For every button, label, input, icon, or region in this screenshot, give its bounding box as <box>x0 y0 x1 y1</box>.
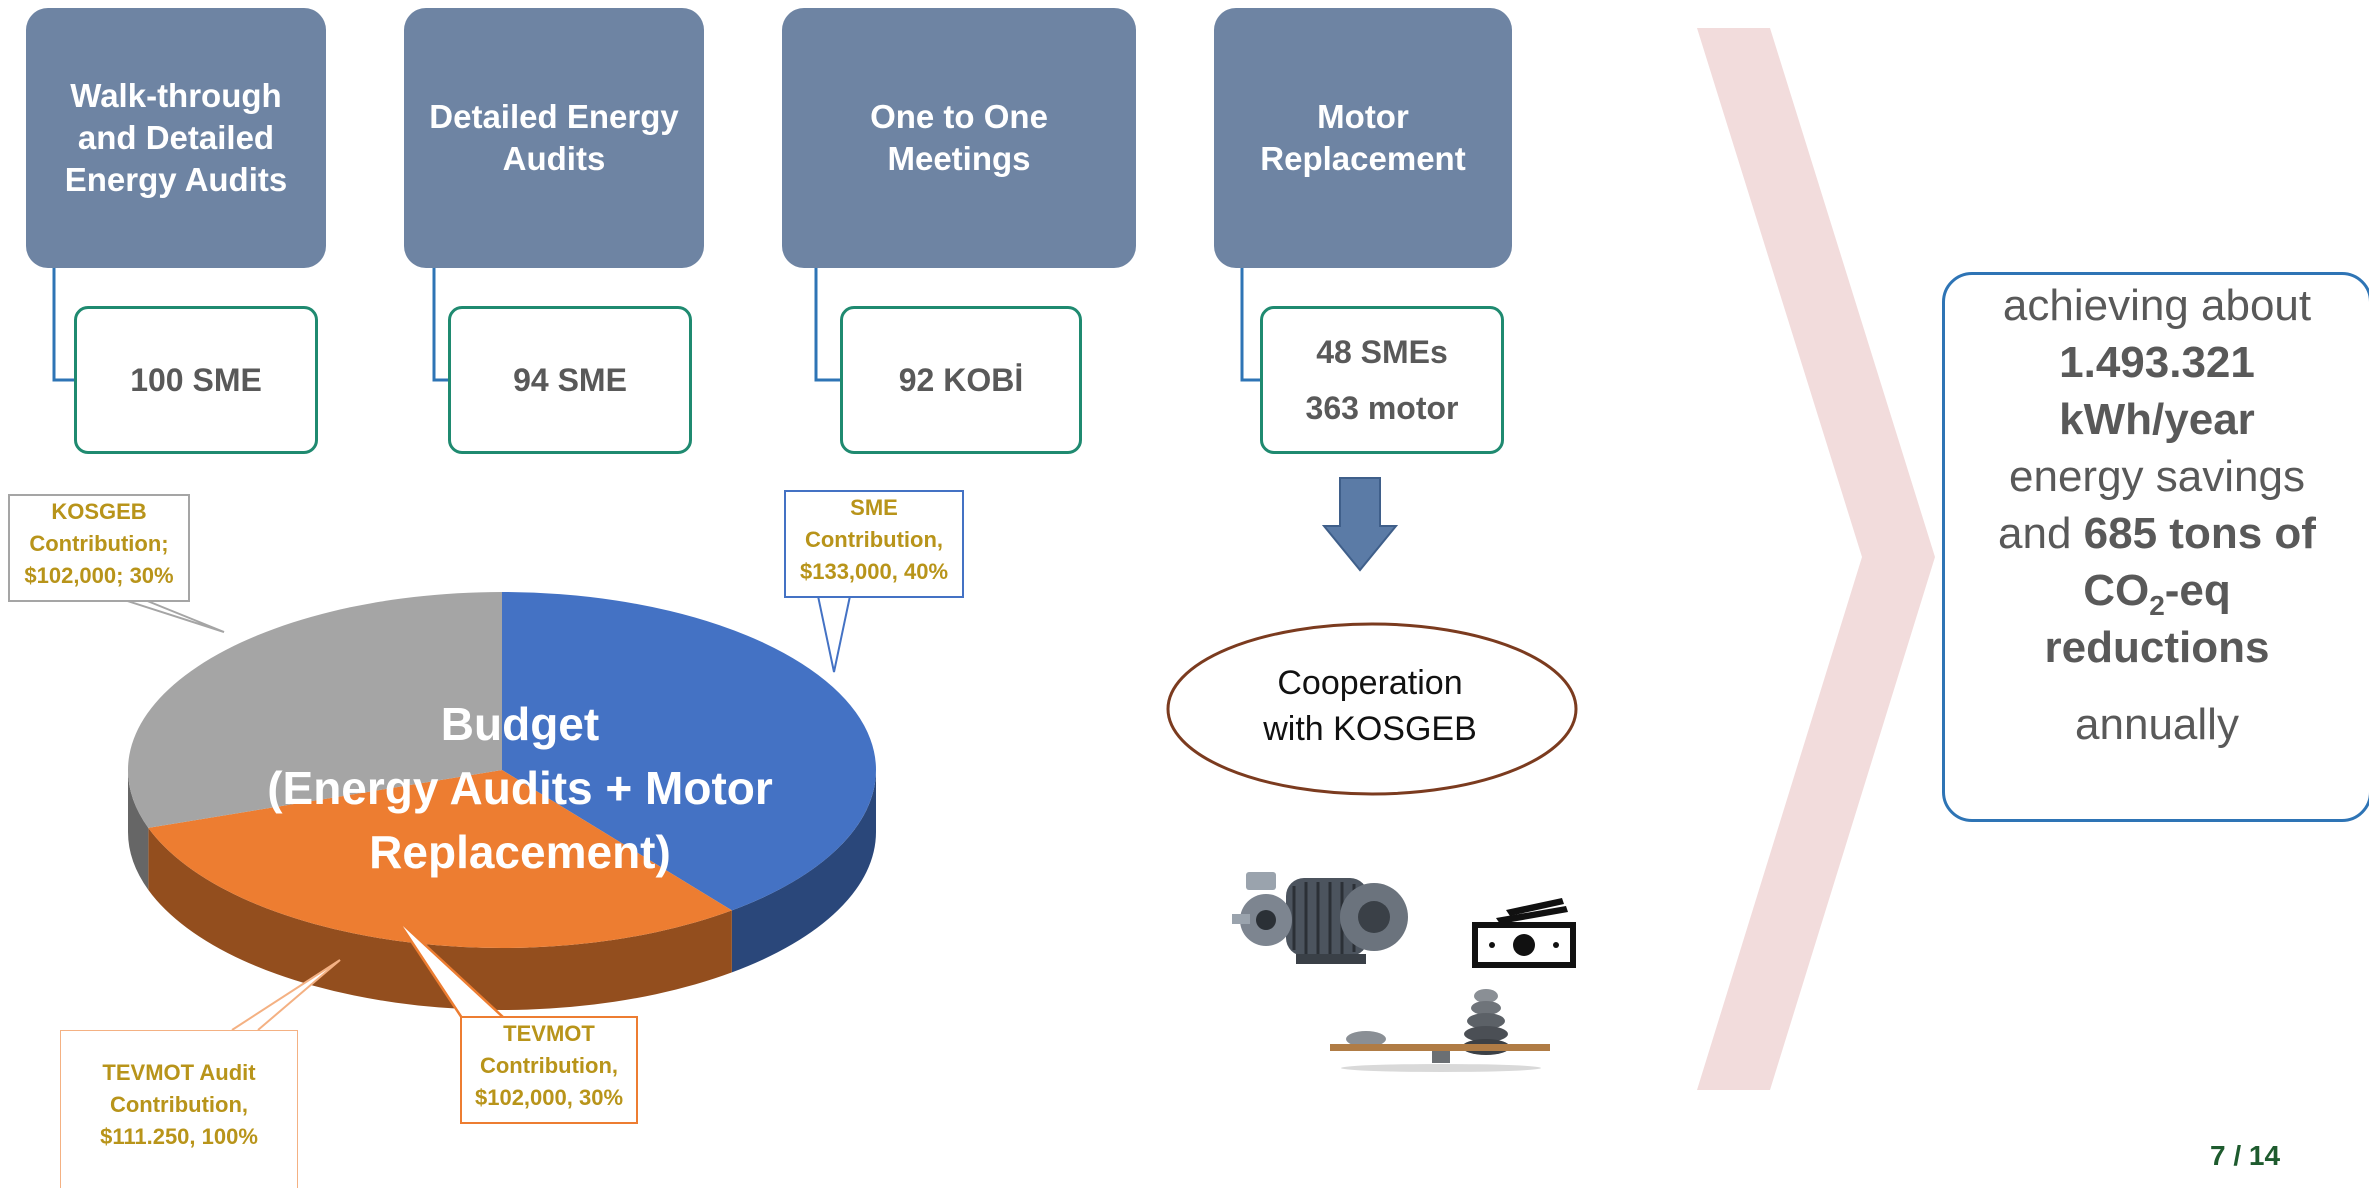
result-reductions: reductions <box>2044 623 2270 672</box>
count-box-detailed-audits: 94 SME <box>448 306 692 454</box>
pie-side-0 <box>731 770 876 973</box>
pie-slice-1 <box>148 770 732 948</box>
step-header-walkthrough: Walk-through and Detailed Energy Audits <box>26 8 326 268</box>
step-header-meetings: One to One Meetings <box>782 8 1136 268</box>
cooperation-text: Cooperation with KOSGEB <box>1263 664 1477 748</box>
result-line-achieving: achieving about <box>2002 281 2312 330</box>
count-box-motor-replacement: 48 SMEs 363 motor <box>1260 306 1504 454</box>
count-box-meetings: 92 KOBİ <box>840 306 1082 454</box>
tevmot-contribution-callout: TEVMOT Contribution, $102,000, 30% <box>460 1016 638 1124</box>
step-header-detailed-audits: Detailed Energy Audits <box>404 8 704 268</box>
pie-title: Budget (Energy Audits + Motor Replacemen… <box>267 698 773 878</box>
callout-leaders <box>117 595 851 1031</box>
co2-eq-text: -eq <box>2164 566 2231 615</box>
money-icon <box>1472 898 1576 968</box>
result-box: achieving about 1.493.321 kWh/year energ… <box>1942 272 2369 822</box>
pie-side-2 <box>128 770 149 890</box>
balance-icon <box>1330 989 1550 1072</box>
cooperation-ellipse <box>1166 622 1578 796</box>
count-text: 94 SME <box>513 362 627 398</box>
count-box-walkthrough: 100 SME <box>74 306 318 454</box>
result-line-energy-savings: energy savings <box>2009 452 2305 501</box>
tevmot-audit-contribution-callout: TEVMOT Audit Contribution, $111.250, 100… <box>60 1030 298 1188</box>
co2-text: CO <box>2083 566 2150 615</box>
result-co2: CO2-eq <box>1945 562 2369 619</box>
count-text-smes: 48 SMEs <box>1316 334 1448 370</box>
pie-slice-2 <box>127 592 503 828</box>
result-tons-value: 685 tons of <box>2083 509 2316 558</box>
budget-pie-chart <box>127 592 877 1010</box>
page-number: 7 / 14 <box>2210 1140 2281 1171</box>
result-energy-unit: kWh/year <box>2059 395 2255 444</box>
count-text: 100 SME <box>130 362 262 398</box>
kosgeb-contribution-callout: KOSGEB Contribution; $102,000; 30% <box>8 494 190 602</box>
sme-contribution-callout: SME Contribution, $133,000, 40% <box>784 490 964 598</box>
pie-side-1 <box>148 827 732 1010</box>
step-header-motor-replacement: Motor Replacement <box>1214 8 1512 268</box>
down-arrow-icon <box>1321 477 1399 572</box>
count-text: 92 KOBİ <box>898 362 1024 398</box>
co2-subscript: 2 <box>2149 589 2165 621</box>
result-and: and <box>1998 509 2084 558</box>
result-energy-value: 1.493.321 <box>2059 338 2255 387</box>
count-text-motors: 363 motor <box>1305 390 1459 426</box>
electric-motor-icon <box>1232 872 1408 964</box>
result-line-tons: and 685 tons of <box>1945 505 2369 562</box>
pie-slice-0 <box>502 592 877 911</box>
result-annually: annually <box>2075 700 2239 749</box>
